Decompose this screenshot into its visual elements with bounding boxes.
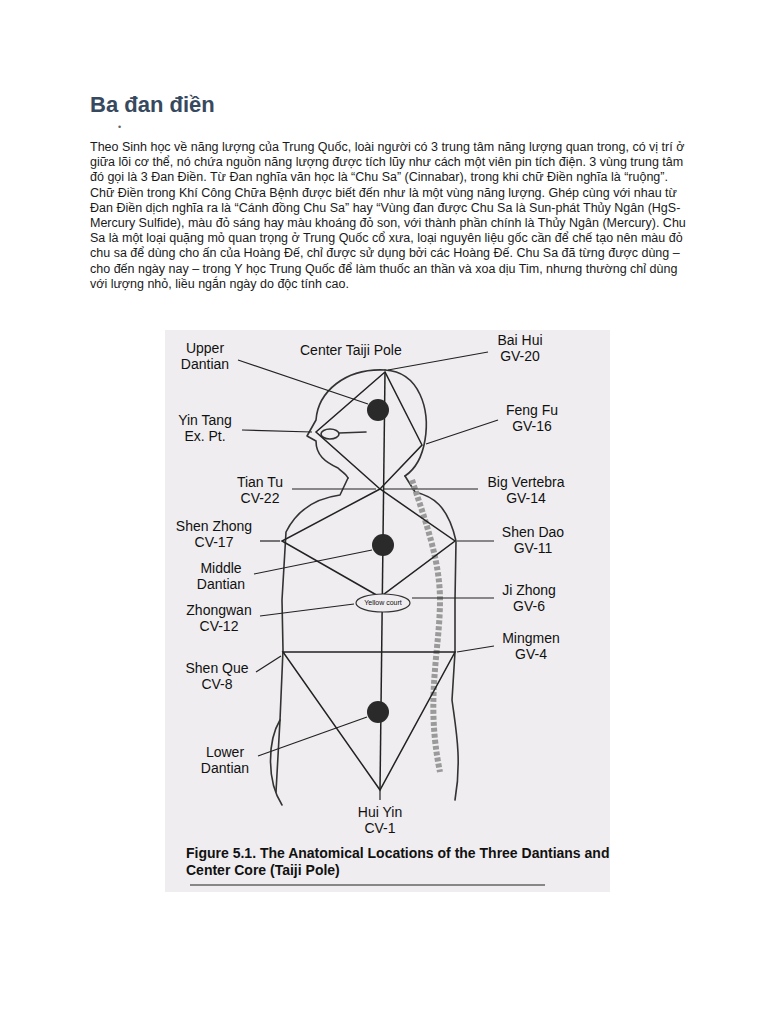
leader-line (292, 488, 376, 489)
middle-diamond (282, 489, 455, 597)
yellow-court-label: Yellow court (362, 599, 404, 607)
leg-outline (271, 720, 283, 805)
taiji-pole (380, 372, 385, 790)
dantian-label: Middle Dantian (192, 560, 250, 592)
leader-line (260, 604, 354, 616)
glasses-arm (339, 432, 366, 433)
leader-line (388, 352, 488, 370)
leader-line (412, 597, 494, 598)
upper-dantian-dot (367, 399, 389, 421)
point-label: Big Vertebra GV-14 (482, 474, 570, 506)
leader-line (260, 540, 280, 541)
figure-ground (165, 330, 610, 892)
leader-line (379, 790, 380, 800)
leader-line (384, 488, 478, 489)
bullet-mark: • (118, 122, 121, 132)
leader-line (238, 360, 368, 404)
caption-underline (190, 884, 545, 885)
point-label: Shen Que CV-8 (182, 660, 252, 692)
leader-line (457, 540, 494, 541)
leader-line (242, 430, 312, 432)
head-back-outline (385, 370, 426, 476)
leader-line (256, 656, 281, 672)
spine (412, 480, 440, 772)
figure-caption: Figure 5.1. The Anatomical Locations of … (186, 845, 610, 879)
body-paragraph: Theo Sinh học về năng lượng của Trung Qu… (90, 140, 694, 292)
leader-line (457, 646, 494, 652)
pole-label: Center Taiji Pole (300, 342, 402, 358)
point-label: Feng Fu GV-16 (502, 402, 562, 434)
page-title: Ba đan điền (90, 92, 215, 118)
leader-line (258, 717, 367, 756)
lower-dantian-dot (367, 701, 389, 723)
dantian-label: Lower Dantian (196, 744, 254, 776)
point-label: Bai Hui GV-20 (492, 332, 548, 364)
glasses (321, 429, 339, 439)
yellow-court-shape (356, 594, 410, 612)
point-label: Zhongwan CV-12 (182, 602, 256, 634)
point-label: Shen Zhong CV-17 (172, 518, 256, 550)
point-label: Yin Tang Ex. Pt. (172, 412, 238, 444)
leader-line (254, 550, 372, 574)
face-outline (307, 370, 385, 478)
upper-diamond (316, 372, 422, 489)
point-label: Tian Tu CV-22 (232, 474, 288, 506)
dantian-label: Upper Dantian (176, 340, 234, 372)
leader-line (426, 420, 498, 444)
middle-dantian-dot (372, 534, 394, 556)
point-label: Mingmen GV-4 (498, 630, 564, 662)
point-label: Shen Dao GV-11 (498, 524, 568, 556)
point-label: Hui Yin CV-1 (352, 804, 408, 836)
point-label: Ji Zhong GV-6 (498, 582, 560, 614)
lower-triangle (283, 652, 455, 790)
